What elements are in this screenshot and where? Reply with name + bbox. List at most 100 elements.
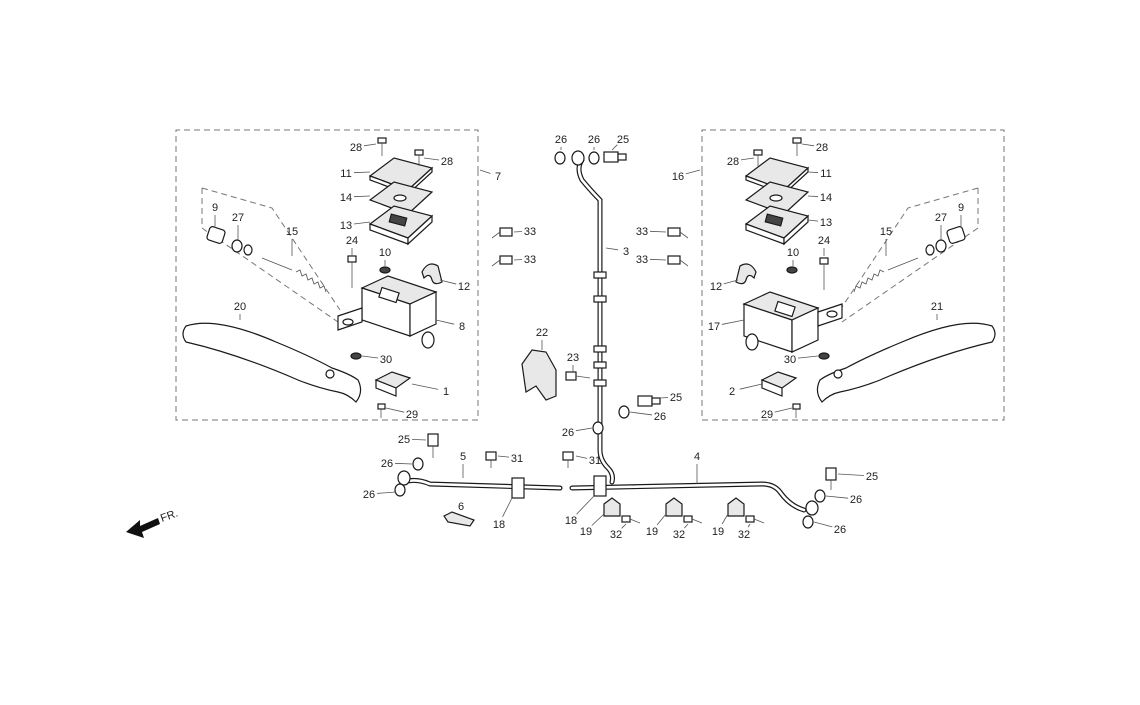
callout-1: 1 [443, 386, 449, 398]
right-piston-15 [853, 257, 919, 293]
callout-18: 18 [493, 519, 505, 531]
front-direction-label: FR. [159, 507, 180, 524]
leader-line-32 [684, 523, 689, 529]
callout-19: 19 [712, 526, 724, 538]
callout-33: 33 [524, 226, 536, 238]
callout-29: 29 [761, 409, 773, 421]
callout-9: 9 [958, 202, 964, 214]
callout-25: 25 [398, 434, 410, 446]
callout-26: 26 [381, 458, 393, 470]
leader-line-29 [385, 407, 405, 413]
right-master-cylinder-body [742, 291, 843, 353]
right-bolt-28-top [792, 137, 802, 156]
leader-line-12 [723, 279, 739, 285]
callout-12: 12 [710, 281, 722, 293]
callout-14: 14 [340, 192, 352, 204]
leader-line-14 [353, 195, 371, 198]
left-pivot-bolt-24 [347, 255, 357, 288]
leader-line-32 [621, 523, 627, 529]
leader-line-26 [575, 427, 593, 432]
callout-3: 3 [623, 246, 629, 258]
callout-32: 32 [673, 529, 685, 541]
right-screw-29 [792, 403, 801, 418]
left-bolt-28-side [414, 149, 424, 166]
left-holder-12 [421, 263, 443, 285]
callout-17: 17 [708, 321, 720, 333]
leader-line-28 [363, 143, 377, 147]
callout-26: 26 [588, 134, 600, 146]
callout-11: 11 [820, 168, 831, 180]
callout-15: 15 [880, 226, 892, 238]
leader-line-25 [411, 438, 427, 441]
callout-22: 22 [536, 327, 548, 339]
leader-line-30 [797, 355, 819, 359]
right-switch-2 [760, 371, 798, 397]
callout-33: 33 [524, 254, 536, 266]
callout-18: 18 [565, 515, 577, 527]
leader-line-12 [439, 279, 457, 285]
callout-6: 6 [458, 501, 464, 513]
leader-line-33 [649, 258, 667, 261]
right-washer-10 [786, 266, 798, 274]
callout-24: 24 [346, 235, 358, 247]
lower-right-fittings [802, 467, 837, 529]
callout-25: 25 [617, 134, 629, 146]
leader-line-32 [747, 523, 751, 528]
lower-hose-4 [569, 481, 807, 513]
callout-27: 27 [232, 212, 244, 224]
callout-24: 24 [818, 235, 830, 247]
leader-line-19 [591, 513, 605, 526]
callout-26: 26 [654, 411, 666, 423]
callout-8: 8 [459, 321, 465, 333]
leader-line-1 [411, 383, 439, 390]
front-direction-arrow-icon [126, 518, 160, 538]
hose-guides-19 [603, 497, 745, 517]
callout-25: 25 [866, 471, 878, 483]
callout-29: 29 [406, 409, 418, 421]
callout-7: 7 [495, 171, 501, 183]
callout-28: 28 [350, 142, 362, 154]
leader-line-28 [801, 143, 815, 147]
right-lever-subgroup-box [839, 187, 979, 323]
right-washer-30 [818, 352, 830, 360]
right-holder-12 [735, 263, 757, 285]
bolts-31 [485, 451, 574, 468]
leader-line-7 [479, 169, 491, 174]
leader-line-26 [394, 462, 413, 465]
callout-12: 12 [458, 281, 470, 293]
callout-28: 28 [816, 142, 828, 154]
callout-23: 23 [567, 352, 579, 364]
leader-line-13 [353, 221, 371, 225]
leader-lines [214, 143, 962, 529]
leader-line-28 [740, 157, 755, 161]
leader-line-3 [605, 247, 619, 251]
callout-11: 11 [340, 168, 351, 180]
left-seal-27 [231, 239, 253, 256]
center-bolt-23 [565, 371, 591, 381]
center-bolt-25-top [603, 151, 627, 163]
leader-line-25 [611, 144, 618, 151]
left-lever-20 [182, 322, 362, 403]
left-master-cylinder-body [337, 275, 438, 349]
leader-line-25 [837, 473, 865, 476]
callout-31: 31 [589, 455, 601, 467]
left-bolt-28-top [377, 137, 387, 156]
callout-32: 32 [610, 529, 622, 541]
leader-line-18 [576, 495, 595, 515]
center-hose-3 [576, 157, 615, 485]
callout-2: 2 [729, 386, 735, 398]
callout-16: 16 [672, 171, 684, 183]
callout-28: 28 [727, 156, 739, 168]
leader-line-16 [685, 169, 701, 175]
leader-line-31 [575, 455, 588, 459]
leader-line-28 [423, 157, 440, 161]
leader-line-19 [656, 513, 667, 526]
center-bracket-22 [521, 349, 557, 401]
bolts-32 [621, 515, 765, 524]
callout-15: 15 [286, 226, 298, 238]
leader-line-30 [361, 355, 379, 359]
leader-line-26 [629, 411, 653, 416]
clip-6 [443, 511, 475, 527]
right-lever-21 [816, 322, 996, 403]
